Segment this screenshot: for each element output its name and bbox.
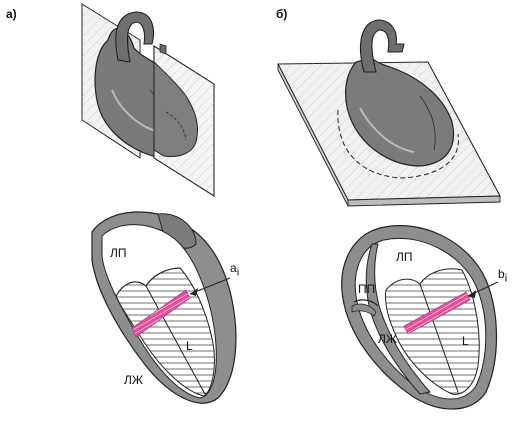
label-length-a: L: [186, 339, 193, 353]
label-width-a-sub: i: [236, 266, 240, 279]
long-axis-a: [145, 285, 207, 397]
heart-b: [345, 57, 454, 167]
label-ventricle-b: ЛЖ: [378, 332, 397, 346]
panel-a-top-illustration: [81, 3, 215, 197]
label-left-atrium-b: ЛП: [396, 250, 413, 264]
label-width-a: ai: [230, 261, 240, 279]
label-atrium-a: ЛП: [110, 246, 127, 260]
label-width-b: bi: [498, 267, 508, 285]
label-length-b: L: [462, 334, 469, 348]
panel-b-section: [341, 225, 499, 410]
label-width-b-sub: i: [504, 272, 508, 285]
aorta-b: [359, 19, 405, 73]
ventricle-a: [115, 267, 215, 397]
panel-a-section: [91, 211, 237, 404]
long-axis-b: [419, 283, 459, 393]
width-band-b: [403, 291, 471, 335]
label-ventricle-a: ЛЖ: [124, 373, 143, 387]
panel-label-b: б): [276, 7, 288, 21]
panel-label-a: а): [6, 7, 17, 21]
aorta-a: [115, 11, 154, 63]
label-right-atrium-b: ПП: [358, 282, 376, 296]
width-band-a: [131, 289, 191, 338]
panel-b-top-illustration: [277, 19, 501, 207]
